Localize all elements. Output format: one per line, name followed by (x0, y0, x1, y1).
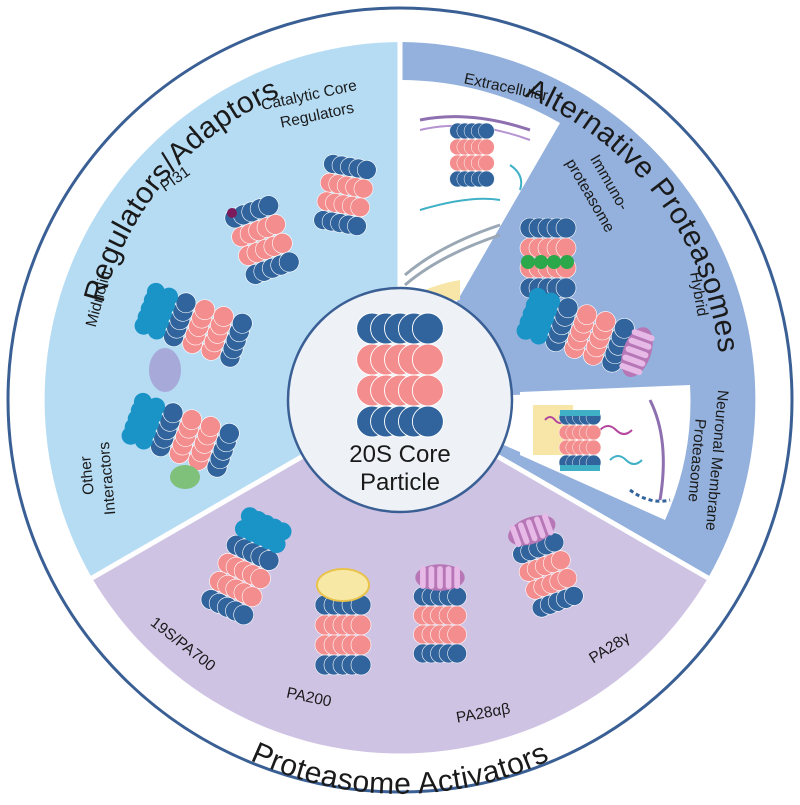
pa28g-cap (508, 513, 556, 548)
interactor-protein-icon (170, 465, 200, 489)
pa200-cap (316, 568, 370, 602)
pa700-particle (200, 534, 280, 626)
center-label-line2: Particle (360, 469, 440, 496)
center-label-line1: 20S Core (349, 441, 450, 468)
center-20s-particle (356, 312, 444, 438)
midnolin-protein-icon (149, 348, 181, 392)
hybrid-particle (545, 297, 635, 373)
hybrid-19s-cap (516, 287, 561, 345)
immuno-subunit (521, 255, 535, 269)
center-particle-beads (356, 312, 444, 438)
neuronal-membrane-bar (560, 410, 600, 416)
other-interactors-cap (121, 392, 166, 450)
pa700-cap (234, 507, 292, 554)
neuronal-membrane-bar-2 (560, 465, 600, 471)
pa28ab-cap (415, 564, 465, 591)
pa200-particle (314, 594, 372, 676)
pa28ab-particle (413, 586, 467, 664)
neuronal-particle (558, 409, 602, 471)
immuno-subunit (560, 255, 574, 269)
pi31-marker-icon (227, 208, 237, 218)
pi31-particle (224, 195, 300, 285)
other-interactors-particle (150, 402, 240, 478)
extracellular-particle (449, 122, 495, 188)
immuno-subunit (534, 255, 548, 269)
immuno-subunit (547, 255, 561, 269)
pa28g-particle (512, 532, 584, 618)
label-other-line1: Other (77, 455, 97, 495)
label-other-line2: Interactors (96, 441, 119, 516)
proteasome-complexes (121, 122, 655, 676)
midnolin-particle (163, 292, 253, 368)
catalytic-regulator-particle (313, 154, 377, 236)
activators-sector (92, 400, 708, 754)
midnolin-cap (134, 282, 179, 340)
hybrid-pa28-cap (619, 327, 655, 377)
